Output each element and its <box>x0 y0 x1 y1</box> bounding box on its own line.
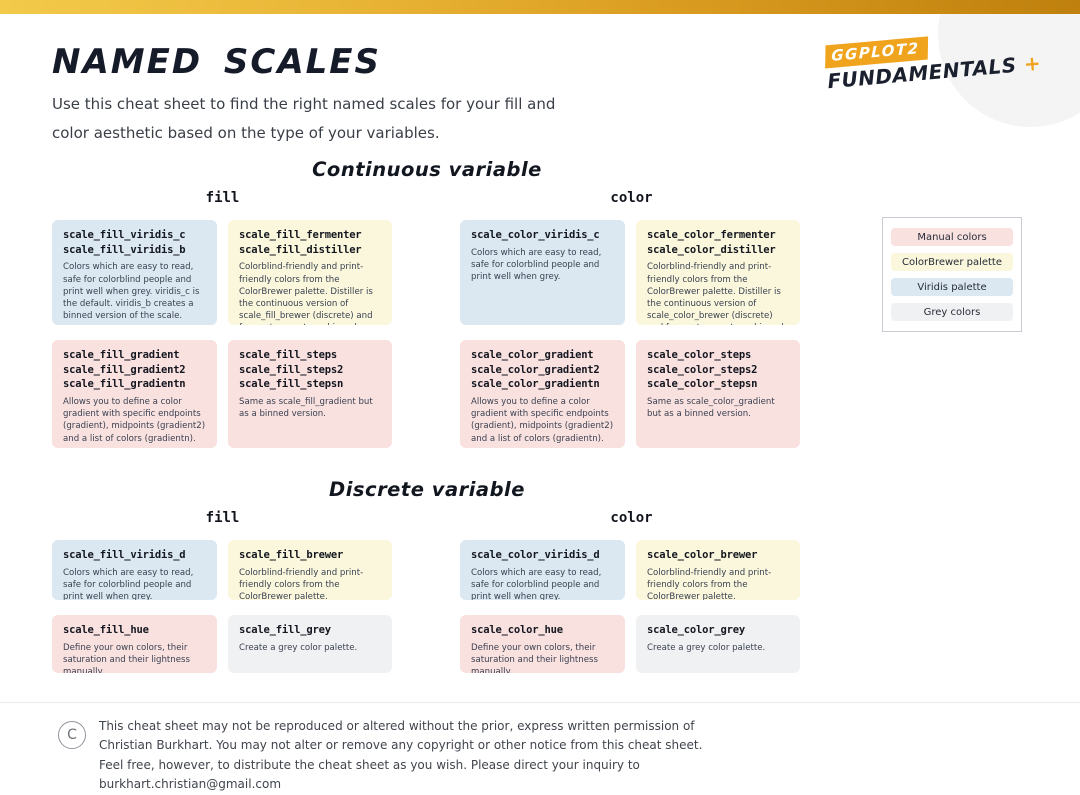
legend-badge: Manual colors <box>891 228 1013 246</box>
scale-card-names: scale_color_viridis_c <box>471 229 600 241</box>
scale-card-description: Colorblind-friendly and print-friendly c… <box>239 567 364 600</box>
scale-card-description: Same as scale_color_gradient but as a bi… <box>647 397 775 420</box>
scale-card: scale_fill_brewer Colorblind-friendly an… <box>228 540 392 600</box>
column-labels: fill color <box>52 190 802 206</box>
legend-box: Manual colors ColorBrewer palette Viridi… <box>882 217 1022 332</box>
fill-column-label: fill <box>205 190 240 206</box>
scale-card: scale_color_brewer Colorblind-friendly a… <box>636 540 800 600</box>
scale-card: scale_color_grey Create a grey color pal… <box>636 615 800 673</box>
scale-card-names: scale_fill_viridis_d <box>63 549 186 561</box>
scale-card-description: Allows you to define a color gradient wi… <box>63 397 206 444</box>
scale-card-names: scale_color_hue <box>471 624 563 636</box>
footer: C This cheat sheet may not be reproduced… <box>58 717 714 795</box>
color-column-label: color <box>610 510 653 526</box>
section-title: Discrete variable <box>329 478 525 501</box>
scale-section: Discrete variable fill color scale_fill_… <box>52 478 802 673</box>
scale-card-description: Create a grey color palette. <box>647 642 766 653</box>
scale-card-description: Colorblind-friendly and print-friendly c… <box>647 567 772 600</box>
page-title: NAMED SCALES <box>52 42 382 82</box>
scale-section: Continuous variable fill color scale_fil… <box>52 158 802 448</box>
scale-card: scale_fill_grey Create a grey color pale… <box>228 615 392 673</box>
scale-card-description: Same as scale_fill_gradient but as a bin… <box>239 397 373 420</box>
scale-card-names: scale_color_grey <box>647 624 745 636</box>
scale-card-description: Define your own colors, their saturation… <box>63 642 190 673</box>
scale-card: scale_color_viridis_d Colors which are e… <box>460 540 625 600</box>
scale-card-description: Colors which are easy to read, safe for … <box>63 567 194 600</box>
scale-card: scale_color_viridis_c Colors which are e… <box>460 220 625 325</box>
scale-card-description: Colorblind-friendly and print-friendly c… <box>239 262 373 325</box>
scale-card: scale_color_hue Define your own colors, … <box>460 615 625 673</box>
legend-badge: Viridis palette <box>891 278 1013 296</box>
fill-column-label: fill <box>205 510 240 526</box>
page-subtitle: Use this cheat sheet to find the right n… <box>52 95 556 142</box>
scale-card-description: Allows you to define a color gradient wi… <box>471 397 614 444</box>
scale-card-description: Colors which are easy to read, safe for … <box>63 262 200 322</box>
legend-badge: ColorBrewer palette <box>891 253 1013 271</box>
scale-card-description: Colorblind-friendly and print-friendly c… <box>647 262 784 325</box>
fill-card-grid: scale_fill_viridis_d Colors which are ea… <box>52 540 392 673</box>
top-accent-bar <box>0 0 1080 14</box>
color-card-grid: scale_color_viridis_d Colors which are e… <box>460 540 800 673</box>
scale-card-description: Define your own colors, their saturation… <box>471 642 598 673</box>
scale-card: scale_fill_hue Define your own colors, t… <box>52 615 217 673</box>
scale-card-names: scale_fill_hue <box>63 624 149 636</box>
card-groups: scale_fill_viridis_d Colors which are ea… <box>52 540 802 673</box>
footer-divider <box>0 702 1080 703</box>
scale-card-names: scale_fill_brewer <box>239 549 344 561</box>
legend-badge: Grey colors <box>891 303 1013 321</box>
scale-card-names: scale_color_brewer <box>647 549 758 561</box>
scale-card: scale_fill_viridis_d Colors which are ea… <box>52 540 217 600</box>
copyright-icon: C <box>58 721 86 749</box>
scale-card-names: scale_fill_grey <box>239 624 331 636</box>
column-labels: fill color <box>52 510 802 526</box>
scale-card-names: scale_color_viridis_d <box>471 549 600 561</box>
scale-card-description: Create a grey color palette. <box>239 642 358 653</box>
logo-plus-icon: + <box>1022 50 1042 77</box>
color-column-label: color <box>610 190 653 206</box>
section-title: Continuous variable <box>312 158 542 181</box>
color-card-grid: scale_color_viridis_c Colors which are e… <box>460 220 800 448</box>
footer-text: This cheat sheet may not be reproduced o… <box>99 719 703 792</box>
scale-card-description: Colors which are easy to read, safe for … <box>471 567 602 600</box>
scale-card-description: Colors which are easy to read, safe for … <box>471 247 602 283</box>
